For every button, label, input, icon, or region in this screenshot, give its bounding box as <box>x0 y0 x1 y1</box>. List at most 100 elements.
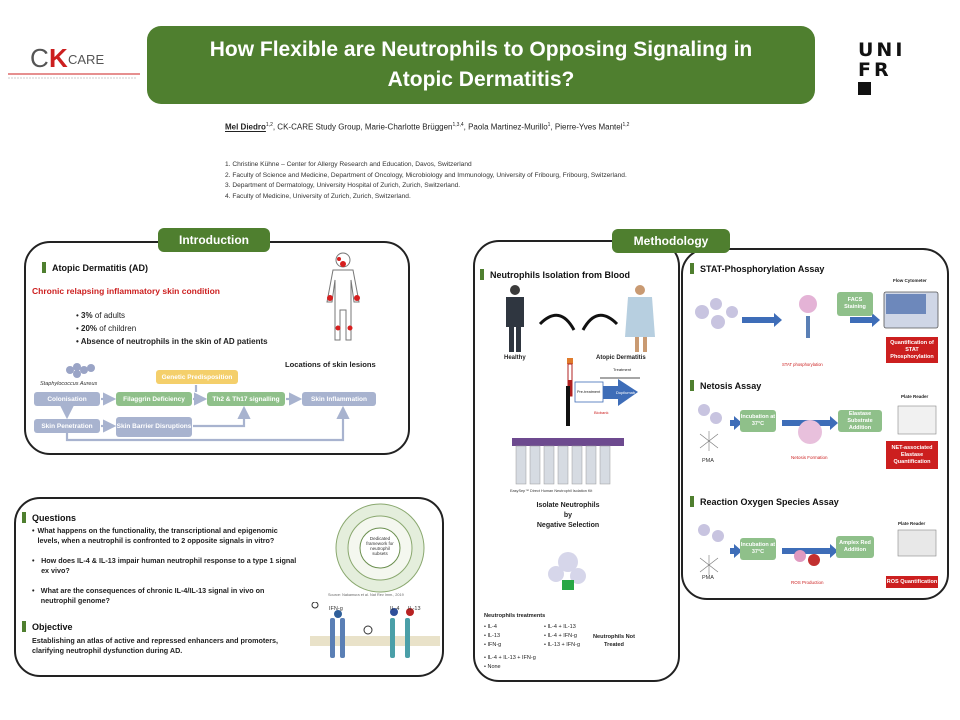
penetration-box: Skin Penetration <box>34 419 100 433</box>
treatment-item: • IL-4 <box>484 624 497 630</box>
svg-text:CARE: CARE <box>68 52 104 67</box>
lesions-label: Locations of skin lesions <box>285 360 376 369</box>
ros-caption: ROS Production <box>791 580 824 585</box>
inflammation-box: Skin Inflammation <box>302 392 376 406</box>
introduction-pill: Introduction <box>158 228 270 252</box>
affiliation-2: 2. Faculty of Science and Medicine, Depa… <box>225 171 627 179</box>
bacteria-icon <box>62 361 102 379</box>
poster-title: How Flexible are Neutrophils to Opposing… <box>147 26 815 104</box>
svg-text:K: K <box>49 43 68 73</box>
ros-heading: Reaction Oxygen Species Assay <box>690 496 839 507</box>
title-line-1: How Flexible are Neutrophils to Opposing… <box>209 38 753 61</box>
affiliation-4: 4. Faculty of Medicine, University of Zu… <box>225 192 411 200</box>
ros-amplex-box: Amplex Red Addition <box>836 536 874 558</box>
cytometer-label: Flow Cytometer <box>893 278 927 283</box>
wheel-center-label: Dedicated framework for neutrophil subse… <box>366 536 394 556</box>
question-2: •How does IL-4 & IL-13 impair human neut… <box>32 556 297 575</box>
lead-author: Mel Diedro <box>225 122 266 132</box>
ad-label: Atopic Dermatitis <box>596 355 646 361</box>
th-signalling-box: Th2 & Th17 signalling <box>207 392 285 406</box>
flow-arrows <box>30 380 390 445</box>
tube-rack-icon <box>512 436 624 488</box>
logo-square-icon <box>858 82 871 95</box>
netosis-incubation-box: Incubation at 37°C <box>740 410 776 432</box>
down-arrow-1 <box>566 386 570 426</box>
colonisation-box: Colonisation <box>34 392 100 406</box>
stat-result-box: Quantification of STAT Phosphorylation <box>886 337 938 363</box>
filaggrin-box: Filaggrin Deficiency <box>116 392 192 406</box>
barrier-box: Skin Barrier Disruptions <box>116 417 192 437</box>
treatment-item: • IL-4 + IL-13 + IFN-g <box>484 655 536 661</box>
heading-bar-icon <box>690 380 694 391</box>
heading-bar-icon <box>22 512 26 523</box>
treatment-item: • IL-4 + IFN-g <box>544 633 577 639</box>
not-treated-label: Neutrophils Not Treated <box>593 634 635 648</box>
title-line-2: Atopic Dermatitis? <box>387 68 575 91</box>
heading-bar-icon <box>480 269 484 280</box>
biobank-label: Biobank <box>594 410 609 415</box>
svg-text:C: C <box>30 43 49 73</box>
netosis-heading: Netosis Assay <box>690 380 761 391</box>
objective-heading: Objective <box>22 621 73 632</box>
netosis-caption: Netosis Formation <box>791 455 828 460</box>
pretreatment-label: Pre-treatment <box>577 390 601 394</box>
intro-bullet-2: • 20% of children <box>76 324 137 333</box>
healthy-label: Healthy <box>504 355 526 361</box>
netosis-result-box: NET-associated Elastase Quantification <box>886 441 938 469</box>
il13-label: IL-13 <box>408 606 421 612</box>
ck-care-logo: C K CARE <box>8 40 140 84</box>
affiliations: 1. Christine Kühne – Center for Allergy … <box>225 160 627 202</box>
intro-bullets: • 3% of adults • 20% of children • Absen… <box>76 309 268 348</box>
treatment-label: Treatment <box>613 367 632 372</box>
heading-bar-icon <box>690 496 694 507</box>
intro-red-line: Chronic relapsing inflammatory skin cond… <box>32 286 220 296</box>
il4-label: IL-4 <box>390 606 400 612</box>
ros-graphic <box>690 516 940 586</box>
objective-text: Establishing an atlas of active and repr… <box>32 636 279 655</box>
isolation-steps: Isolate Neutrophils by Negative Selectio… <box>536 502 600 529</box>
treatment-item: • IL-4 + IL-13 <box>544 624 576 630</box>
dupilumab-label: Dupilumab <box>616 390 636 395</box>
human-body-icon <box>318 250 368 342</box>
heading-bar-icon <box>42 262 46 273</box>
treatment-item: • IL-13 <box>484 633 501 639</box>
heading-bar-icon <box>22 621 26 632</box>
affiliation-3: 3. Department of Dermatology, University… <box>225 182 461 190</box>
treatment-item: • IL-13 + IFN-g <box>544 642 581 648</box>
ros-incubation-box: Incubation at 37°C <box>740 538 776 560</box>
methodology-pill: Methodology <box>612 229 730 253</box>
genetic-box: Genetic Predisposition <box>156 370 238 384</box>
treatment-item: • IFN-g <box>484 642 502 648</box>
receptor-diagram <box>310 601 440 666</box>
intro-bullet-3: • Absence of neutrophils in the skin of … <box>76 337 268 346</box>
ros-pma-label: PMA <box>702 575 714 581</box>
donor-figures <box>500 284 660 352</box>
author-list: Mel Diedro1,2, CK-CARE Study Group, Mari… <box>225 122 630 132</box>
wheel-caption: Source: Nakamura et al. Nat Rev Imm., 20… <box>328 593 404 597</box>
questions-heading: Questions <box>22 512 76 523</box>
neutrophil-wheel-diagram <box>320 502 440 598</box>
ros-reader-label: Plate Reader <box>898 521 926 526</box>
intro-bullet-1: • 3% of adults <box>76 311 126 320</box>
intro-heading: Atopic Dermatitis (AD) <box>42 262 148 273</box>
staph-label: Staphylococcus Aureus <box>40 381 98 387</box>
netosis-reader-label: Plate Reader <box>901 394 929 399</box>
questions-list: •What happens on the functionality, the … <box>32 526 300 606</box>
treatment-timeline <box>560 350 670 420</box>
netosis-graphic <box>690 398 940 468</box>
affiliation-1: 1. Christine Kühne – Center for Allergy … <box>225 161 472 168</box>
stat-caption: STAT phosphorylation <box>782 362 823 367</box>
heading-bar-icon <box>690 263 694 274</box>
treatments-list: • IL-4 • IL-4 + IL-13 • IL-13 • IL-4 + I… <box>484 623 614 672</box>
netosis-pma-label: PMA <box>702 458 714 464</box>
isolation-heading: Neutrophils Isolation from Blood <box>480 269 630 280</box>
question-1: •What happens on the functionality, the … <box>32 526 278 545</box>
facs-box: FACS Staining <box>837 292 873 316</box>
ifn-label: IFN-g <box>329 606 343 612</box>
netosis-substrate-box: Elastase Substrate Addition <box>838 410 882 432</box>
stat-graphic <box>690 284 940 364</box>
treatments-heading: Neutrophils treatments <box>484 613 546 619</box>
question-3: •What are the consequences of chronic IL… <box>32 586 265 605</box>
treatment-item: • None <box>484 664 501 670</box>
stat-heading: STAT-Phosphorylation Assay <box>690 263 824 274</box>
